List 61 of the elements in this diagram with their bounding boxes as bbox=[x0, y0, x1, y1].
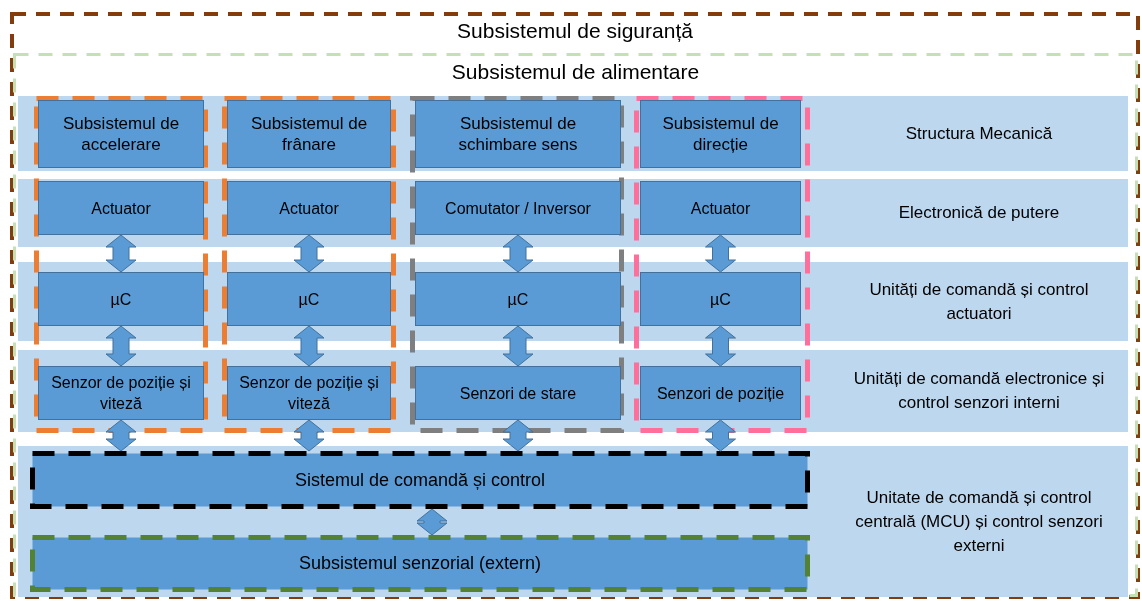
dashed-frame bbox=[222, 96, 396, 433]
process-box bbox=[227, 181, 391, 235]
double-arrow bbox=[705, 234, 736, 273]
double-arrow bbox=[502, 419, 534, 452]
process-box bbox=[38, 272, 204, 326]
process-box bbox=[38, 100, 204, 168]
box-label: Senzor de poziție și viteză bbox=[50, 373, 192, 414]
dashed-frame bbox=[34, 96, 208, 433]
double-arrow bbox=[416, 508, 448, 536]
layer-label: Unități de comandă și control actuatori bbox=[868, 278, 1090, 325]
process-box bbox=[38, 181, 204, 235]
layer-label: Structura Mecanică bbox=[904, 122, 1054, 145]
process-box bbox=[415, 181, 621, 235]
box-label: Subsistemul de schimbare sens bbox=[457, 113, 579, 155]
box-label: µC bbox=[506, 289, 530, 310]
box-label: µC bbox=[297, 289, 321, 310]
layer-band bbox=[18, 446, 1128, 597]
process-box bbox=[640, 100, 801, 168]
double-arrow bbox=[105, 234, 137, 273]
double-arrow bbox=[502, 234, 534, 273]
layer-label: Unitate de comandă și control centrală (MCU) și control senzori externi bbox=[854, 486, 1104, 557]
box-label: Senzor de poziție și viteză bbox=[238, 373, 380, 414]
box-label: µC bbox=[709, 289, 732, 310]
box-label: Comutator / Inversor bbox=[444, 198, 592, 219]
box-label: Subsistemul senzorial (extern) bbox=[297, 553, 543, 574]
process-box bbox=[640, 181, 801, 235]
double-arrow bbox=[705, 325, 736, 367]
process-box bbox=[38, 366, 204, 420]
box-label: Senzori de poziție bbox=[655, 383, 786, 404]
dashed-frame bbox=[410, 96, 624, 433]
box-label: Subsistemul de direcție bbox=[661, 113, 780, 155]
box-label: Subsistemul de frânare bbox=[249, 113, 369, 155]
box-label: µC bbox=[109, 289, 133, 310]
double-arrow bbox=[502, 325, 534, 367]
process-box bbox=[30, 451, 810, 509]
process-box bbox=[415, 100, 621, 168]
double-arrow bbox=[105, 419, 137, 452]
layer-label: Electronică de putere bbox=[897, 202, 1061, 224]
process-box bbox=[415, 272, 621, 326]
box-label: Sistemul de comandă și control bbox=[293, 469, 547, 491]
double-arrow bbox=[293, 419, 325, 452]
process-box bbox=[227, 366, 391, 420]
process-box bbox=[415, 366, 621, 420]
layer-label: Unități de comandă electronice și control senzori interni bbox=[852, 368, 1106, 414]
frame-title: Subsistemul de siguranță bbox=[457, 19, 693, 43]
frame-title: Subsistemul de alimentare bbox=[451, 60, 700, 84]
double-arrow bbox=[293, 325, 325, 367]
box-label: Actuator bbox=[689, 198, 752, 219]
box-label: Actuator bbox=[278, 198, 340, 219]
process-box bbox=[30, 535, 810, 592]
process-box bbox=[227, 272, 391, 326]
dashed-frame bbox=[634, 96, 810, 433]
box-label: Senzori de stare bbox=[458, 383, 578, 404]
box-label: Subsistemul de accelerare bbox=[61, 113, 181, 155]
process-box bbox=[227, 100, 391, 168]
double-arrow bbox=[293, 234, 325, 273]
double-arrow bbox=[105, 325, 137, 367]
process-box bbox=[640, 366, 801, 420]
process-box bbox=[640, 272, 801, 326]
box-label: Actuator bbox=[90, 198, 152, 219]
double-arrow bbox=[705, 419, 736, 452]
